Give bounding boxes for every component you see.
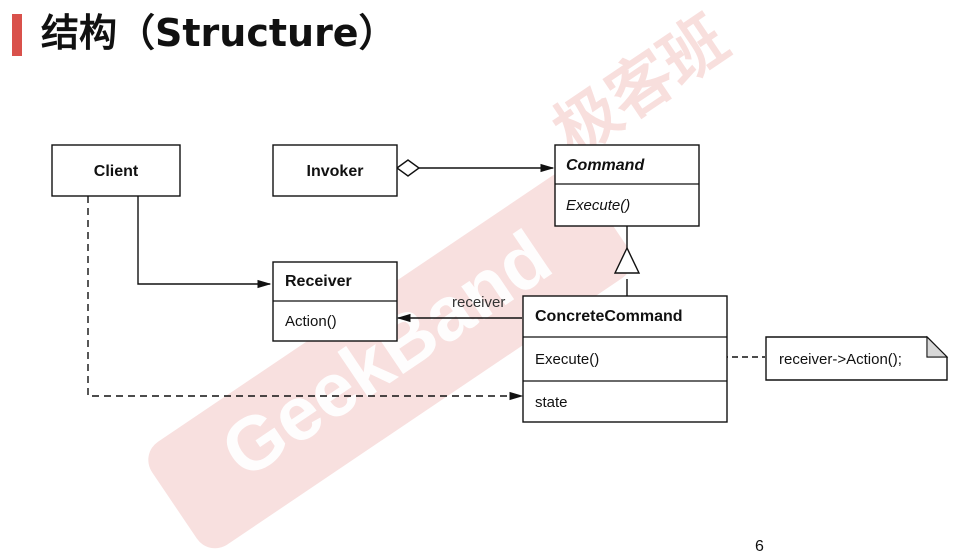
client-receiver-association [137,196,272,289]
class-command: Command Execute() [554,144,700,227]
class-receiver: Receiver Action() [272,261,398,342]
inheritance-triangle [613,246,641,274]
watermark-band [148,171,632,549]
class-client: Client [51,144,181,197]
page-number: 6 [755,538,764,555]
implementation-note: receiver->Action(); [765,335,949,381]
title-accent-bar [12,14,22,56]
class-name-concrete-command: ConcreteCommand [535,308,683,325]
class-name-invoker: Invoker [307,163,364,180]
client-concrete-creation [87,196,524,401]
class-name-receiver: Receiver [285,273,352,290]
operation-receiver-action: Action() [285,313,337,330]
class-invoker: Invoker [272,144,398,197]
operation-command-execute: Execute() [566,197,630,214]
operation-concrete-execute: Execute() [535,351,599,368]
watermark-brand-text: GeekBand [207,214,566,495]
page-title: 结构（Structure） [41,11,397,55]
class-concrete-command: ConcreteCommand Execute() state [522,295,728,423]
attribute-concrete-state: state [535,394,568,411]
class-name-client: Client [94,163,139,180]
class-name-command: Command [566,157,645,174]
aggregation-diamond [395,159,421,177]
note-text: receiver->Action(); [779,351,902,368]
watermark: GeekBand 极客班 [148,2,742,549]
association-role-receiver: receiver [452,294,505,311]
